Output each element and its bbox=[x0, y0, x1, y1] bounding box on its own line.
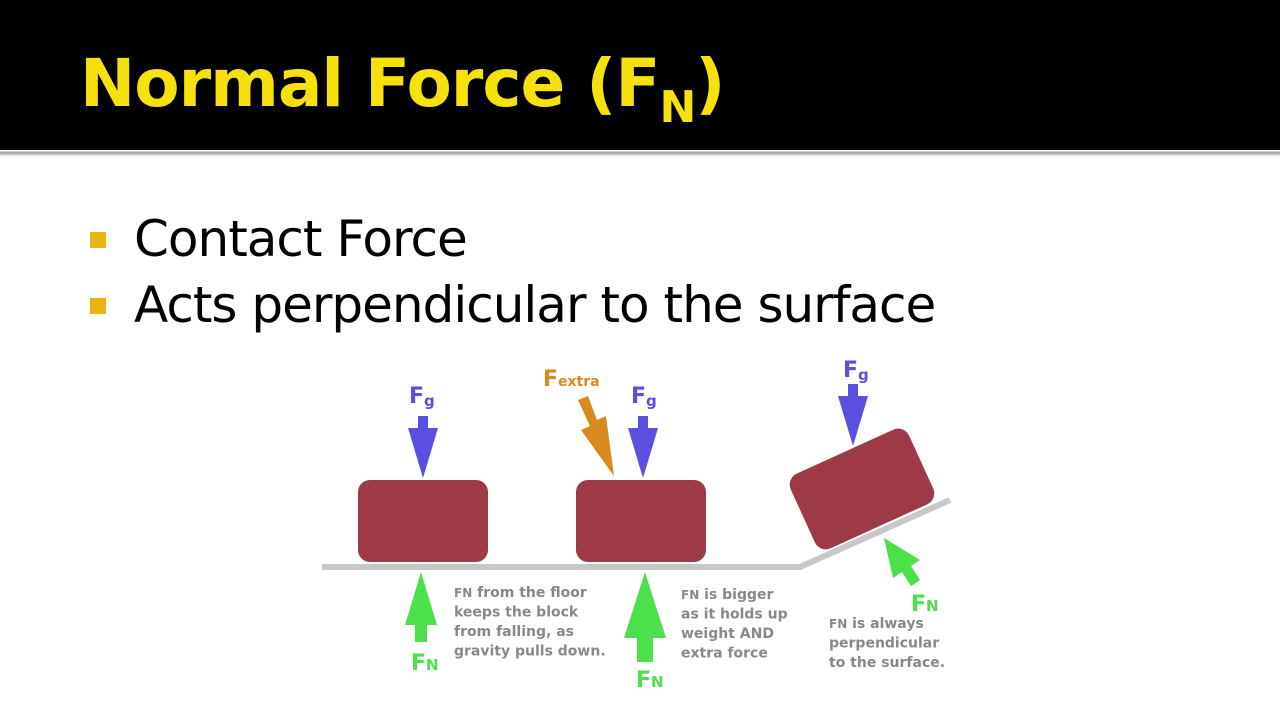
bullet-item: Acts perpendicular to the surface bbox=[90, 274, 936, 340]
note-label: FN bbox=[681, 588, 699, 602]
normal-arrow-icon bbox=[405, 572, 437, 642]
scene2-note: FN is bigger as it holds up weight AND e… bbox=[681, 587, 793, 662]
extra-force-arrow-icon bbox=[578, 396, 614, 476]
title-divider bbox=[0, 151, 1280, 155]
bullet-list: Contact Force Acts perpendicular to the … bbox=[90, 208, 936, 340]
normal-label: FN bbox=[411, 651, 439, 676]
title-divider-shadow bbox=[0, 155, 1280, 158]
scene3-note: FN is always perpendicular to the surfac… bbox=[829, 616, 945, 671]
bullet-text: Acts perpendicular to the surface bbox=[134, 276, 936, 334]
title-bar bbox=[0, 0, 1280, 150]
title-close: ) bbox=[695, 45, 725, 122]
scene-inclined-surface: Fg FN FN is always perpendicular to the … bbox=[789, 358, 945, 671]
scene1-note: FN from the floor keeps the block from f… bbox=[454, 585, 606, 660]
bullet-text: Contact Force bbox=[134, 210, 468, 268]
block bbox=[358, 480, 488, 562]
scene-extra-force: Fextra Fg FN FN is bigger as it holds up… bbox=[543, 367, 793, 693]
ground-surface bbox=[322, 497, 952, 570]
block bbox=[789, 428, 935, 550]
title-subscript: N bbox=[659, 82, 696, 133]
slide-title: Normal Force (FN) bbox=[80, 44, 725, 130]
gravity-label: Fg bbox=[843, 358, 869, 384]
normal-label: FN bbox=[636, 668, 664, 693]
normal-arrow-icon bbox=[884, 538, 920, 586]
note-label: FN bbox=[454, 586, 472, 600]
scene-flat-surface: Fg FN FN from the floor keeps the block … bbox=[358, 384, 606, 676]
gravity-arrow-icon bbox=[628, 416, 658, 478]
square-bullet-icon bbox=[90, 298, 106, 314]
gravity-label: Fg bbox=[409, 384, 435, 410]
gravity-arrow-icon bbox=[838, 384, 868, 446]
square-bullet-icon bbox=[90, 232, 106, 248]
gravity-arrow-icon bbox=[408, 416, 438, 478]
normal-label: FN bbox=[911, 592, 939, 617]
note-label: FN bbox=[829, 617, 847, 631]
normal-arrow-icon bbox=[624, 572, 666, 662]
block bbox=[576, 480, 706, 562]
extra-force-label: Fextra bbox=[543, 367, 600, 392]
title-main: Normal Force (F bbox=[80, 45, 660, 122]
gravity-label: Fg bbox=[631, 384, 657, 410]
bullet-item: Contact Force bbox=[90, 208, 935, 274]
